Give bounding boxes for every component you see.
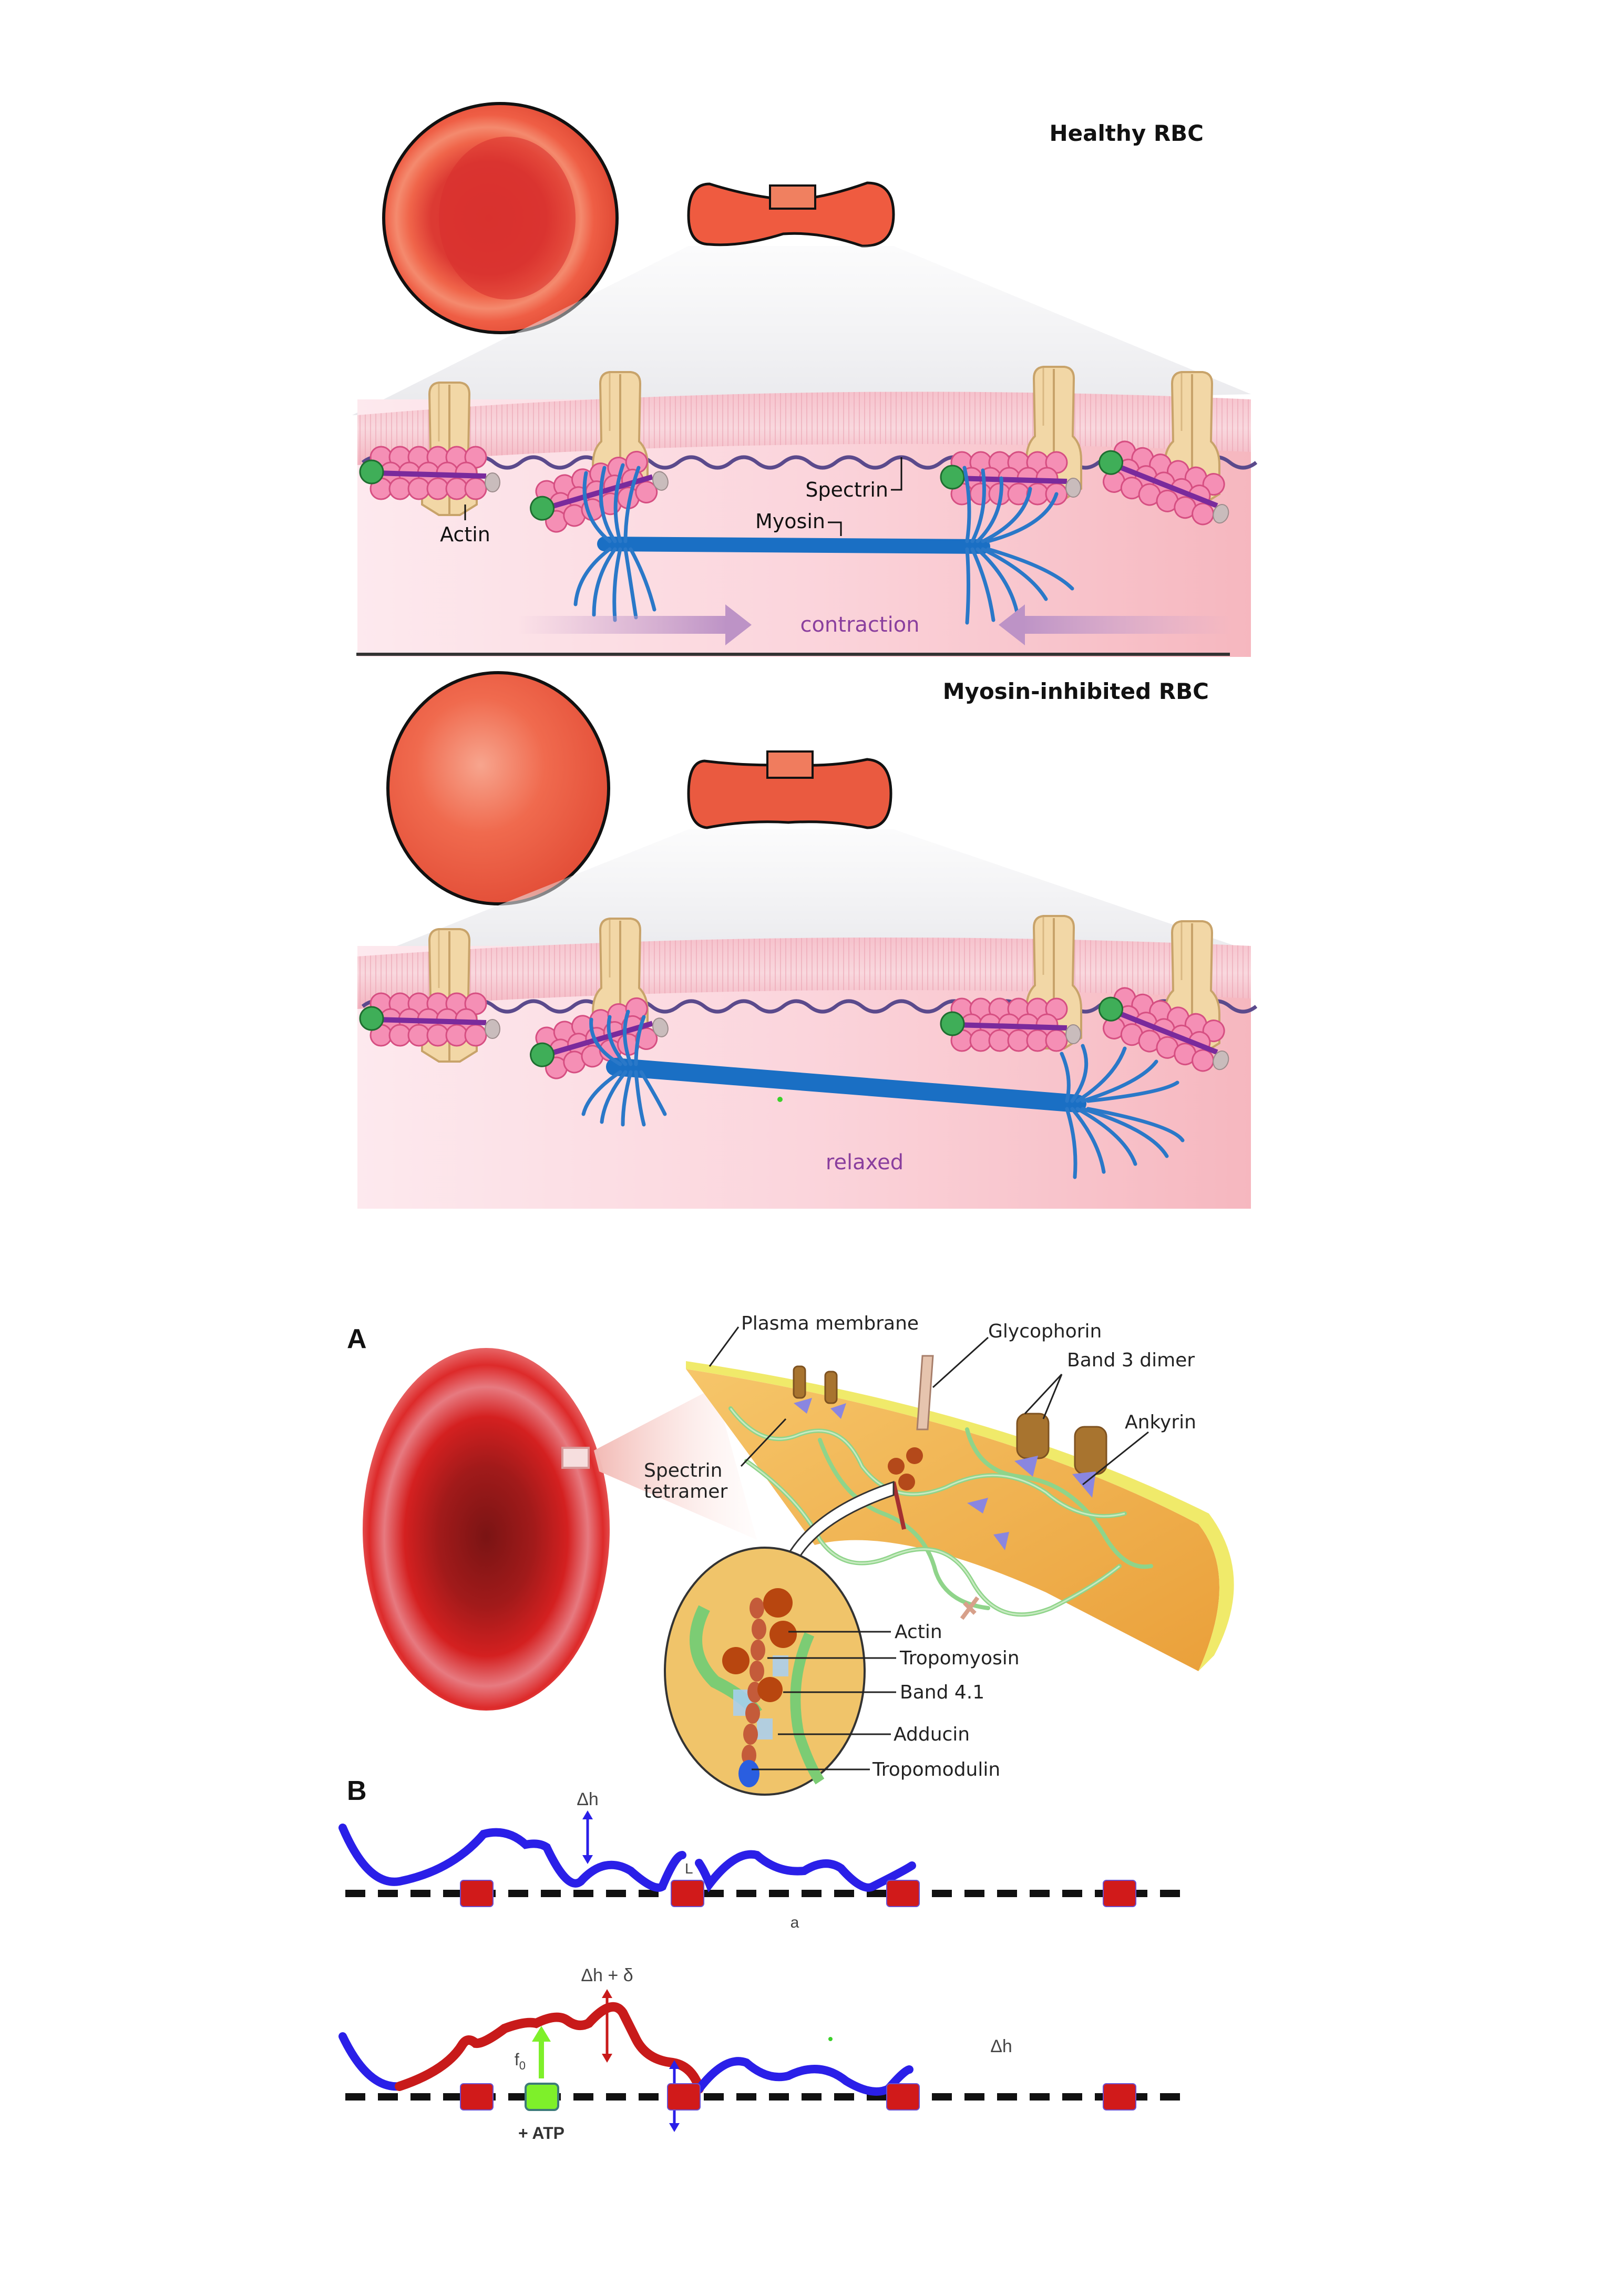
rbc-3d-disc [363,1348,610,1711]
figure-rbc-cytoskeleton-svg: A [338,1313,1234,2143]
panel-b: B Δh L a [338,1776,1183,2143]
green-dot-marker [777,1097,783,1102]
f0-label: f0 [515,2050,526,2072]
myosin-filament-contracted [573,463,1074,625]
dh-delta-label: Δh + δ [581,1965,633,1985]
label-spectrin: Spectrin [805,457,902,501]
healthy-rbc-section: Healthy RBC [352,102,1258,657]
L-label: L [685,1860,693,1877]
svg-text:Tropomodulin: Tropomodulin [872,1759,1000,1780]
anchor-node [1103,1880,1136,1907]
healthy-rbc-disc [382,102,619,334]
zoom-cone [357,829,1251,962]
panel-a: A [347,1313,1234,1796]
anchor-node [460,1880,494,1907]
anchor-node [886,2083,920,2110]
svg-text:Tropomyosin: Tropomyosin [899,1648,1020,1669]
zoom-box-marker [561,1447,590,1469]
panel-b-passive-model: Δh L a [338,1789,1183,1931]
label-actin: Actin [440,504,490,546]
label-tropomodulin: Tropomodulin [752,1759,1000,1780]
inhibited-rbc-disc [386,671,610,905]
magnified-junction [664,1547,866,1796]
label-tropomyosin: Tropomyosin [767,1648,1020,1669]
spectrin-chain-blue [338,1824,686,1892]
svg-text:Spectrin: Spectrin [805,478,888,501]
panel-b-active-model: Δh + δ f0 Δh + ATP [338,1965,1183,2143]
label-band41: Band 4.1 [783,1682,984,1703]
panel-a-letter: A [347,1324,367,1354]
atp-motor-node [525,2083,559,2111]
label-plasma-membrane: Plasma membrane [709,1313,919,1367]
myosin-filament-relaxed [581,1010,1185,1179]
svg-text:Ankyrin: Ankyrin [1125,1412,1196,1433]
inhibited-rbc-profile [687,750,892,829]
anchor-node [460,2083,494,2110]
green-dot-marker [828,2037,833,2041]
a-label: a [791,1914,799,1931]
zoom-box-marker [766,750,814,779]
contraction-arrows: contraction [518,604,1233,645]
spectrin-chain-red [395,2002,704,2094]
figure-rbc-cytoskeleton: A [0,1230,1622,2293]
anchor-node [667,2083,701,2110]
figure-myosin-rbc-svg: Healthy RBC [352,102,1258,1209]
svg-text:Adducin: Adducin [894,1724,970,1745]
inhibited-rbc-section: Myosin-inhibited RBC [357,671,1258,1209]
svg-text:Plasma membrane: Plasma membrane [741,1313,919,1334]
dh-label-top: Δh [577,1789,599,1809]
inhibited-rbc-title: Myosin-inhibited RBC [943,678,1209,704]
svg-text:Actin: Actin [895,1621,942,1643]
figure-myosin-rbc: Healthy RBC [352,102,1258,1209]
svg-text:Band 3 dimer: Band 3 dimer [1067,1350,1195,1371]
svg-text:Spectrin: Spectrin [644,1460,722,1481]
svg-text:Band 4.1: Band 4.1 [900,1682,984,1703]
healthy-rbc-profile [687,181,895,248]
label-myosin: Myosin [755,510,842,536]
label-band3-dimer: Band 3 dimer [1024,1350,1195,1419]
dh-label-bottom: Δh [990,2036,1012,2056]
svg-text:Glycophorin: Glycophorin [988,1321,1102,1342]
svg-text:tetramer: tetramer [644,1481,727,1502]
label-actin-junction: Actin [788,1621,942,1643]
healthy-rbc-title: Healthy RBC [1049,120,1204,146]
anchor-node [886,1880,920,1907]
zoom-box-marker [769,184,816,210]
label-adducin: Adducin [778,1724,970,1745]
contraction-label: contraction [800,613,919,637]
zoom-cone [352,246,1251,415]
label-glycophorin: Glycophorin [932,1321,1102,1388]
svg-text:Myosin: Myosin [755,510,825,533]
anchor-node [671,1880,704,1907]
panel-b-letter: B [347,1776,367,1806]
relaxed-label: relaxed [826,1150,904,1175]
zoom-cone [594,1387,757,1540]
svg-text:Actin: Actin [440,523,490,546]
anchor-node [1103,2083,1136,2110]
label-ankyrin: Ankyrin [1082,1412,1196,1486]
atp-label: + ATP [518,2124,564,2143]
